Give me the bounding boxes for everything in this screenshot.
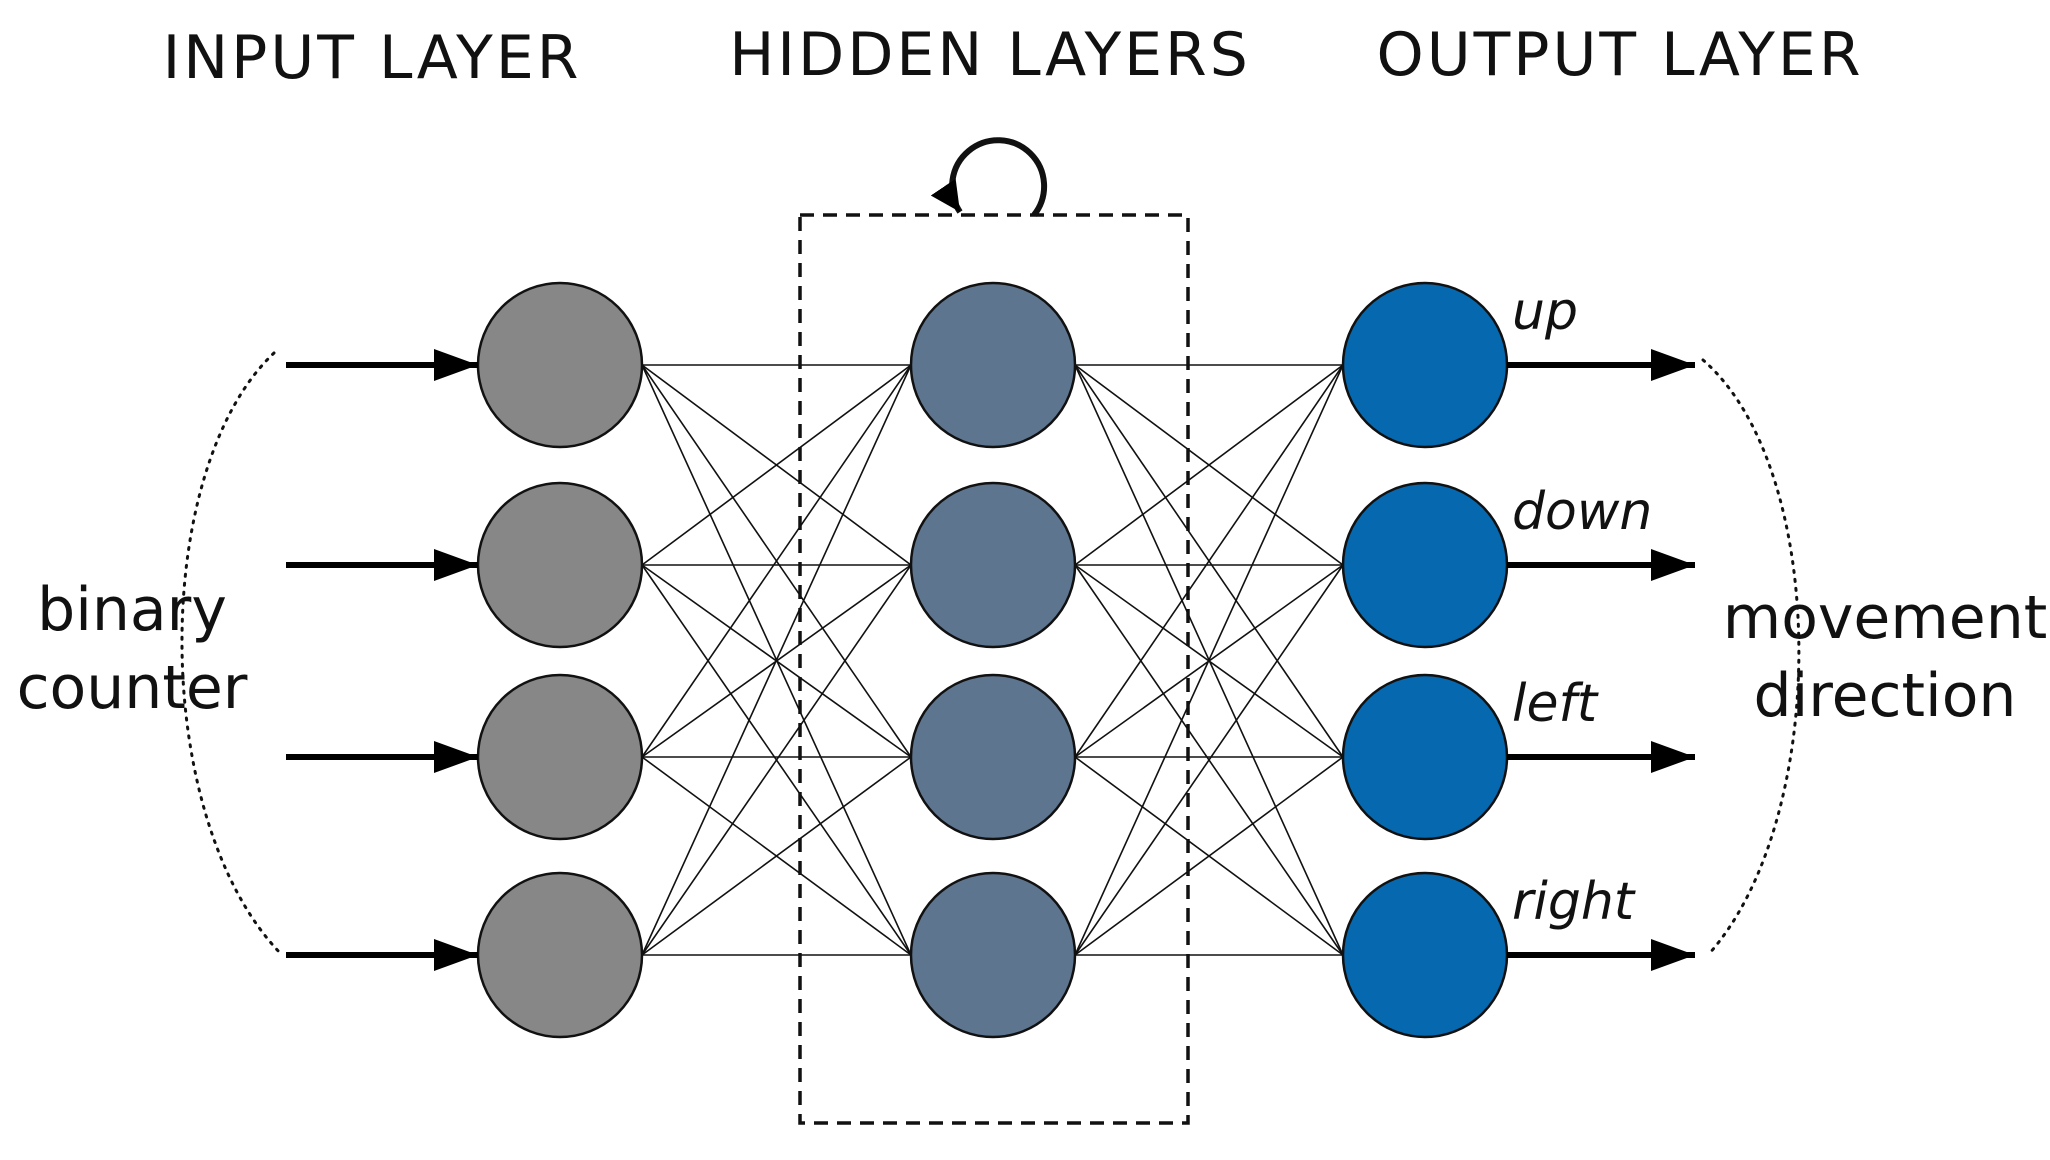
output-description-line1: movement <box>1723 583 2048 653</box>
output-brace <box>1701 358 1801 957</box>
hidden-to-output-connection <box>1074 364 1344 956</box>
hidden-node <box>909 871 1077 1039</box>
output-node <box>1341 673 1509 841</box>
recurrent-loop-arrow <box>930 137 1048 217</box>
input-to-hidden-connection <box>641 364 912 758</box>
hidden-node <box>909 481 1077 649</box>
input-node <box>476 481 644 649</box>
hidden-node <box>909 281 1077 449</box>
io-arrows <box>286 349 1695 971</box>
network-nodes <box>476 281 1509 1039</box>
hidden-layers-heading: HIDDEN LAYERS <box>729 20 1251 90</box>
output-label-right: right <box>1512 872 1636 932</box>
input-description-line2: counter <box>17 653 248 723</box>
input-to-hidden-connection <box>641 364 912 566</box>
output-labels: up down left right <box>1512 282 1652 932</box>
output-layer-heading: OUTPUT LAYER <box>1376 20 1863 90</box>
output-node <box>1341 281 1509 449</box>
hidden-to-output-connection <box>1074 364 1344 758</box>
input-to-hidden-connection <box>641 564 912 956</box>
hidden-to-output-connection <box>1074 756 1344 956</box>
input-node <box>476 673 644 841</box>
hidden-node <box>909 673 1077 841</box>
output-node <box>1341 871 1509 1039</box>
hidden-to-output-connection <box>1074 564 1344 956</box>
output-label-left: left <box>1512 674 1599 734</box>
output-node <box>1341 481 1509 649</box>
output-label-up: up <box>1512 282 1578 342</box>
input-brace <box>180 351 284 957</box>
input-description-line1: binary <box>37 575 227 645</box>
hidden-to-output-connection <box>1074 364 1344 566</box>
output-label-down: down <box>1512 482 1652 542</box>
input-layer-heading: INPUT LAYER <box>163 23 582 93</box>
input-to-hidden-connection <box>641 364 912 956</box>
input-node <box>476 281 644 449</box>
input-node <box>476 871 644 1039</box>
hidden-layer-box <box>798 213 1190 1125</box>
input-to-hidden-connection <box>641 756 912 956</box>
layer-connections <box>641 364 1344 956</box>
output-description-line2: direction <box>1754 661 2017 731</box>
